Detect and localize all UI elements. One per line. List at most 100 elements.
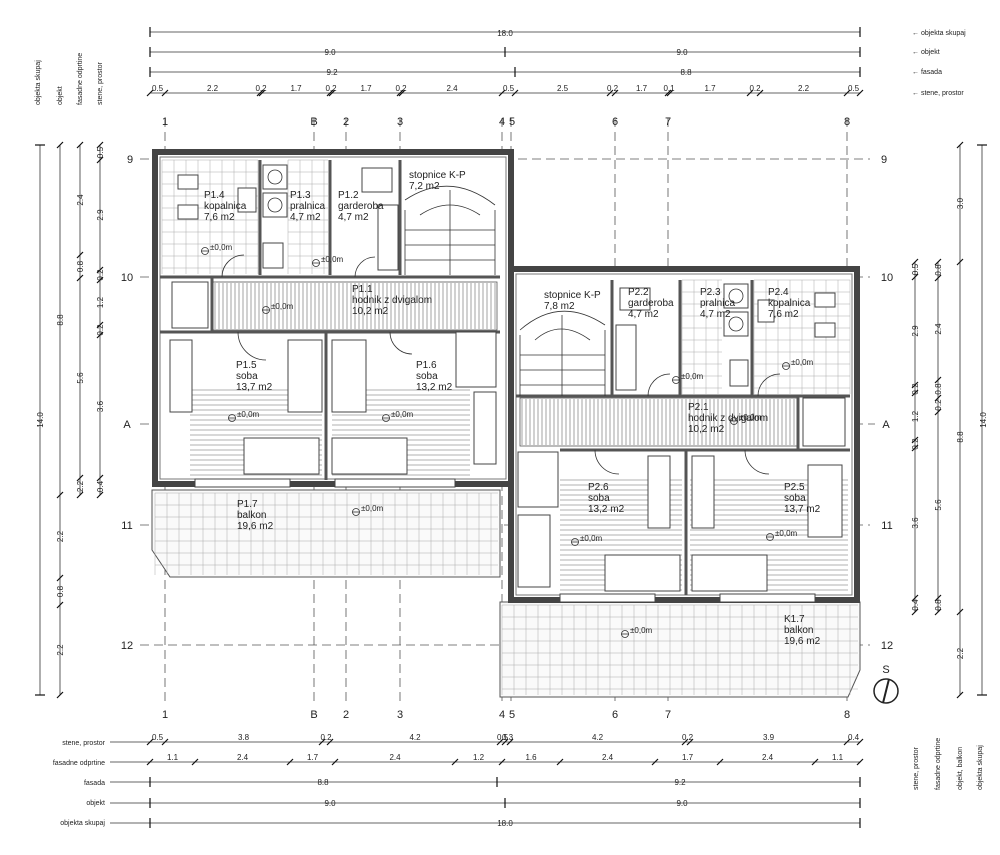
dim-value: 0.2	[911, 438, 920, 450]
dim-tick	[606, 89, 614, 97]
room-name: kopalnica	[204, 201, 247, 212]
dim-tick	[681, 738, 689, 746]
door-swing-icon	[237, 331, 267, 361]
dim-value: 2.4	[389, 753, 401, 762]
level-value: ±0,0m	[361, 504, 384, 513]
dim-tick	[956, 141, 964, 149]
elevator-icon	[517, 451, 559, 508]
level-mark: ±0,0m	[352, 504, 384, 516]
room-code: P1.5	[236, 360, 257, 371]
dim-value: 3.6	[911, 517, 920, 529]
bottom-dimensions: stene, prostor fasadne odprtine fasada o…	[53, 733, 864, 828]
dim-tick	[956, 258, 964, 266]
dim-tick	[56, 691, 64, 699]
dim-value: 8.8	[956, 431, 965, 443]
dim-value: 0.2	[934, 399, 943, 411]
legend-item: fasadne odprtine	[53, 760, 105, 767]
dim-value: 2.2	[798, 84, 810, 93]
building-right	[508, 266, 860, 603]
dim-value: 1.2	[96, 296, 105, 308]
legend-item: ← fasada	[912, 69, 942, 76]
dim-tick	[911, 608, 919, 616]
dim-tick	[856, 758, 864, 766]
legend-item: objekta skupaj	[60, 820, 105, 827]
dim-value: 9.0	[676, 799, 688, 808]
wardrobe-icon	[377, 204, 399, 271]
dim-tick	[686, 738, 694, 746]
dim-value: 0.4	[911, 599, 920, 611]
wardrobe-icon	[615, 324, 637, 391]
level-value: ±0,0m	[210, 243, 233, 252]
dim-tick	[326, 89, 334, 97]
dim-tick	[556, 758, 564, 766]
balcony-right	[499, 601, 861, 698]
room-area: 19,6 m2	[784, 636, 821, 647]
bed-icon	[807, 464, 843, 538]
dim-tick	[96, 156, 104, 164]
dim-tick	[664, 89, 672, 97]
dim-value: 8.8	[317, 778, 329, 787]
grid-label: 6	[612, 116, 618, 128]
window-icon	[559, 593, 656, 603]
dim-tick	[286, 758, 294, 766]
cabinet-icon	[729, 359, 749, 387]
dim-tick	[191, 758, 199, 766]
level-mark: ±0,0m	[382, 410, 414, 422]
room-name: garderoba	[338, 201, 384, 212]
dim-tick	[746, 89, 754, 97]
room-area: 13,7 m2	[784, 504, 821, 515]
dim-tick	[934, 594, 942, 602]
wardrobe-icon	[473, 391, 497, 465]
legend-item: objekta skupaj	[35, 60, 42, 105]
dim-value: 14.0	[979, 412, 988, 428]
room-code: P1.1	[352, 284, 373, 295]
grid-label: 2	[343, 116, 349, 128]
dim-value: 0.1	[663, 84, 675, 93]
cabinet-icon	[619, 287, 651, 311]
dim-value: 5.6	[76, 372, 85, 384]
dim-tick	[501, 738, 509, 746]
level-value: ±0,0m	[321, 255, 344, 264]
grid-label: 3	[397, 116, 403, 128]
room-name: pralnica	[700, 298, 735, 309]
room-name: garderoba	[628, 298, 674, 309]
legend-item: objekt	[86, 800, 105, 807]
level-mark: ±0,0m	[571, 534, 603, 546]
grid-label: 10	[881, 272, 893, 284]
room-code: P1.6	[416, 360, 437, 371]
dim-value: 0.5	[497, 733, 509, 742]
dim-value: 2.2	[56, 644, 65, 656]
dim-value: 1.7	[682, 753, 694, 762]
dim-value: 0.5	[911, 263, 920, 275]
window-icon	[719, 593, 816, 603]
dim-tick	[76, 474, 84, 482]
desk-icon	[243, 437, 320, 475]
legend-item: fasadne odprtine	[935, 738, 942, 790]
level-mark: ±0,0m	[766, 529, 798, 541]
dim-value: 2.2	[56, 530, 65, 542]
dim-tick	[843, 89, 851, 97]
dim-tick	[911, 273, 919, 281]
level-value: ±0,0m	[791, 358, 814, 367]
room-code: P2.6	[588, 482, 609, 493]
wardrobe-icon	[691, 455, 715, 529]
dim-tick	[934, 258, 942, 266]
legend-item: objekta skupaj	[977, 745, 984, 790]
dim-tick	[496, 738, 504, 746]
dim-value: 0.8	[934, 383, 943, 395]
north-label: S	[882, 664, 889, 676]
room-code: P2.1	[688, 402, 709, 413]
dim-value: 0.5	[503, 84, 515, 93]
dim-value: 1.2	[911, 410, 920, 422]
dim-value: 1.7	[307, 753, 319, 762]
grid-label: 5	[509, 116, 515, 128]
dim-value: 1.6	[525, 753, 537, 762]
toilet-icon	[177, 174, 199, 190]
room-code: P2.2	[628, 287, 649, 298]
grid-label: 8	[844, 709, 850, 721]
sink-icon	[757, 299, 775, 323]
elevator-icon	[455, 331, 497, 388]
